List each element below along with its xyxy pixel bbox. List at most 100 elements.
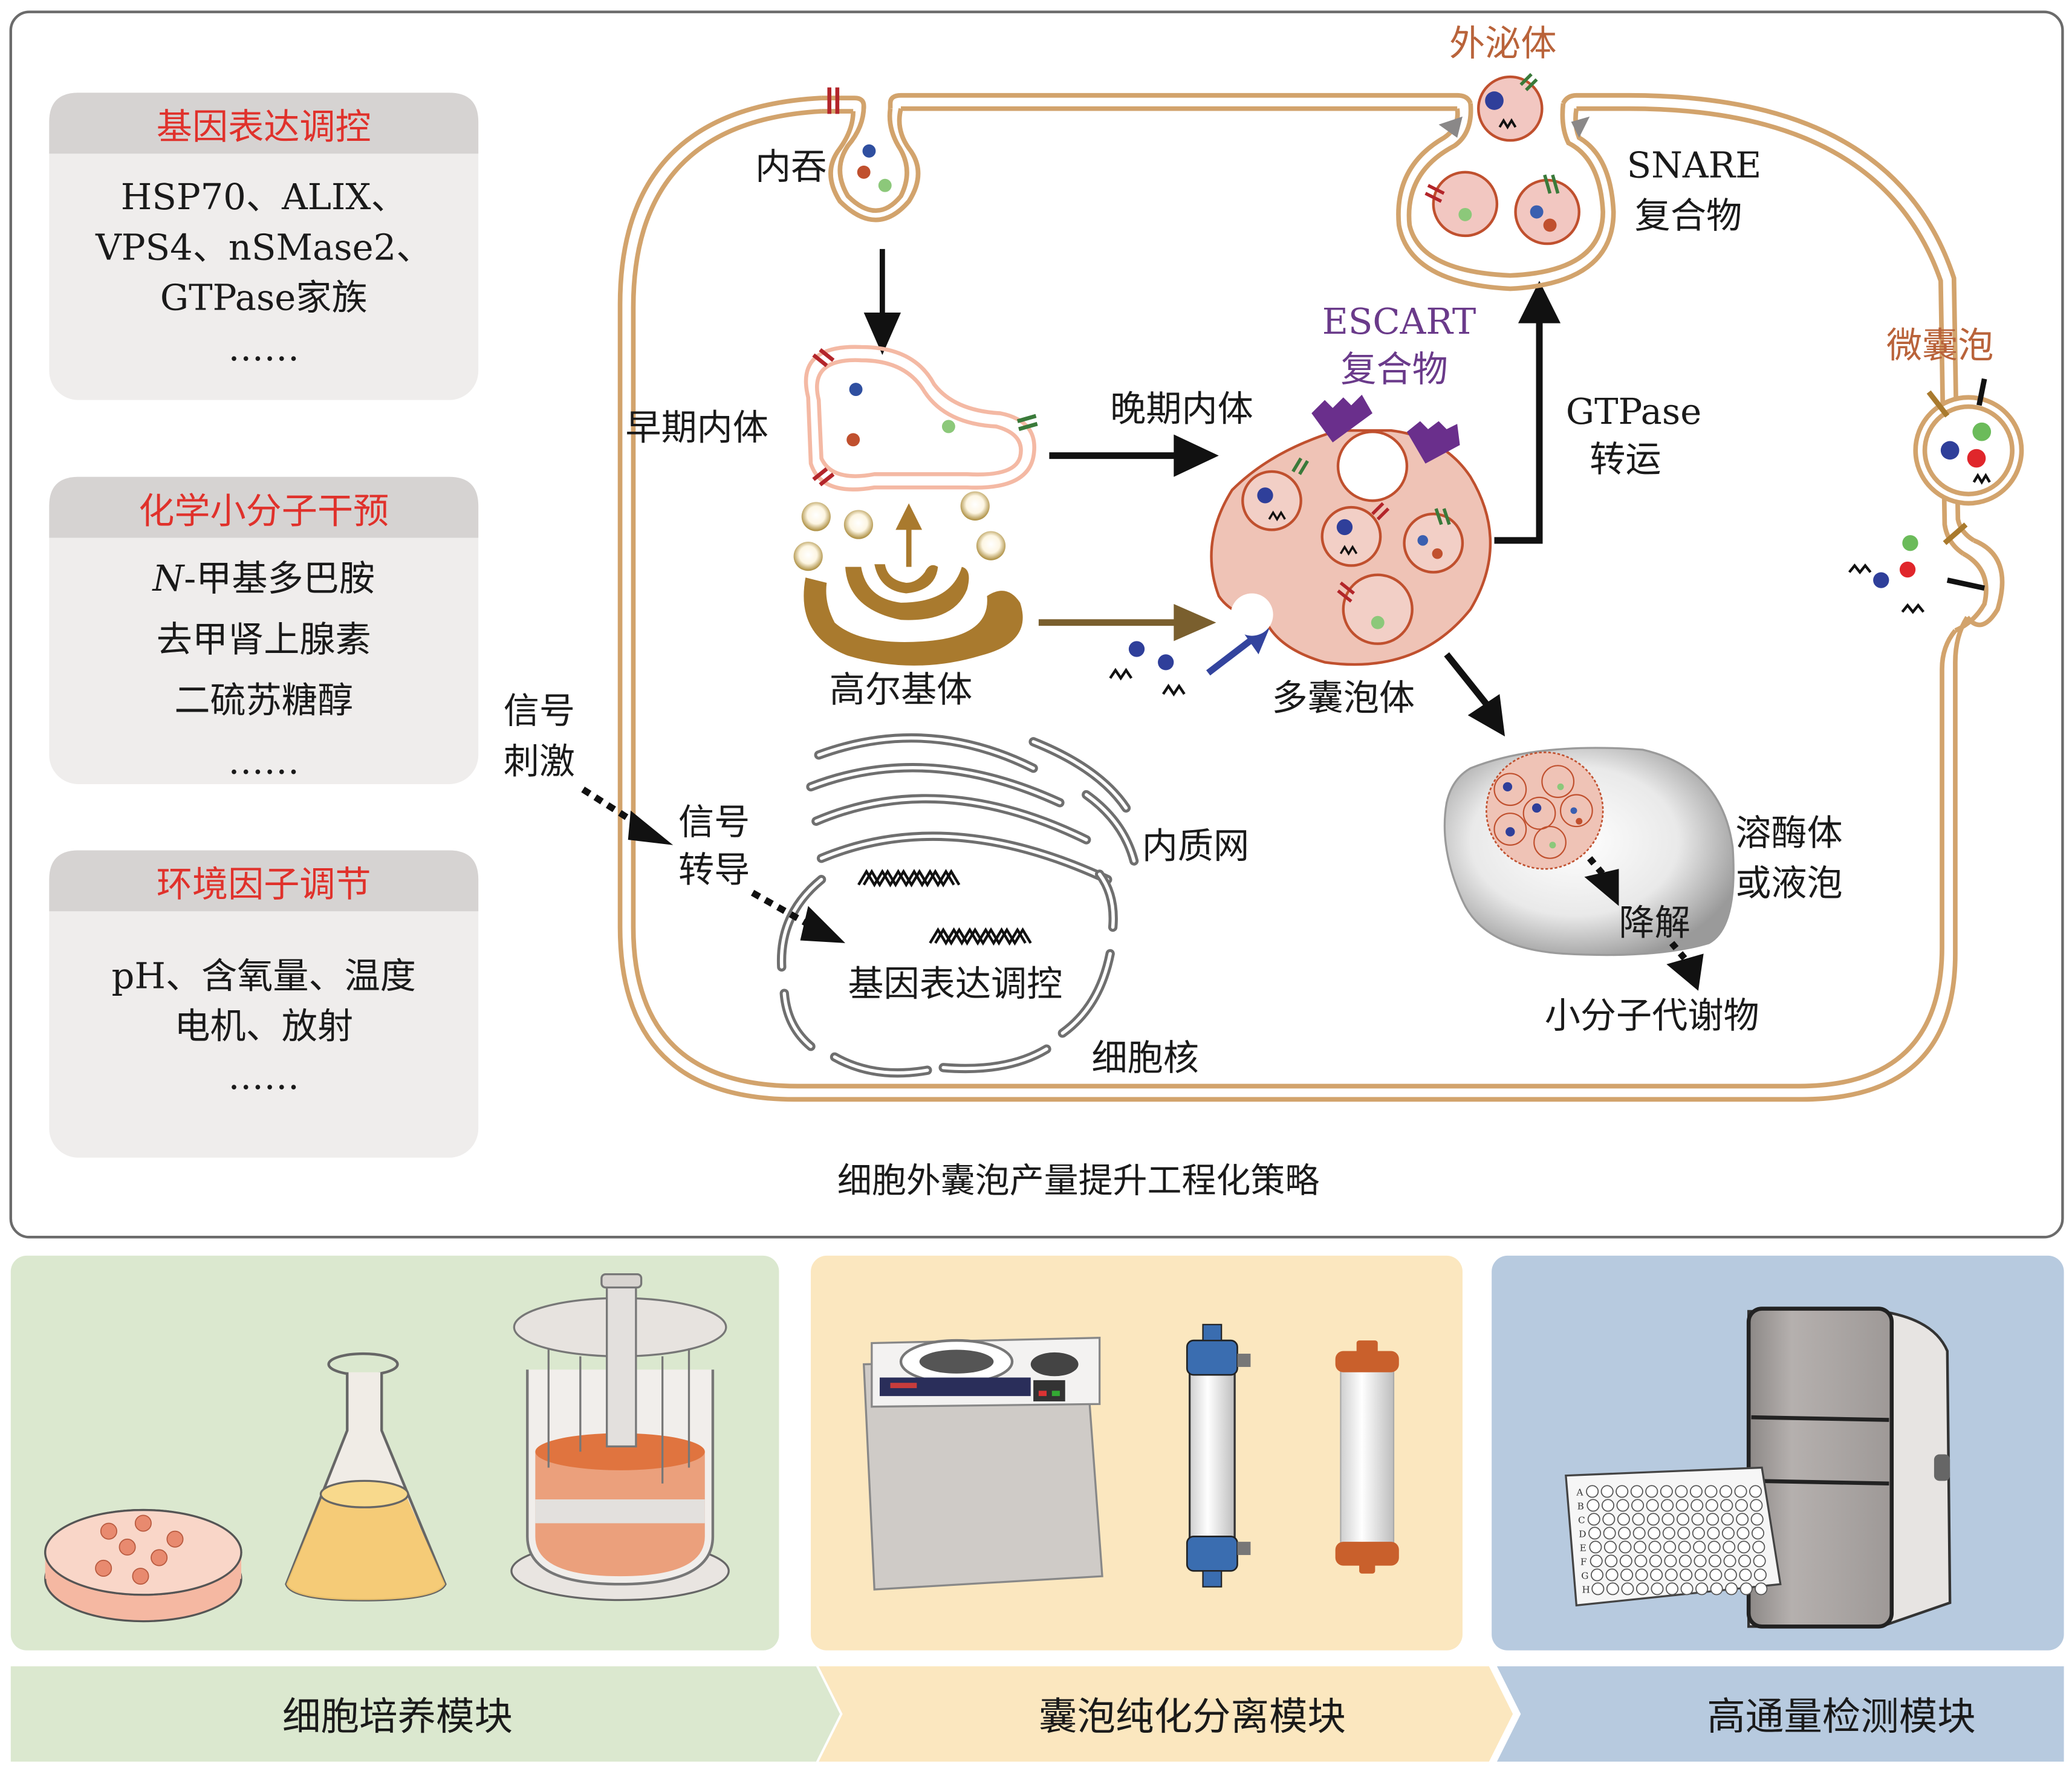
strategy-panel: 环境因子调节pH、含氧量、温度电机、放射…… <box>49 850 479 1158</box>
plate-well <box>1751 1527 1765 1540</box>
plate-row-label: B <box>1577 1501 1584 1511</box>
plate-well <box>1705 1499 1718 1512</box>
plate-well <box>1649 1554 1662 1568</box>
panel-line: …… <box>228 327 299 369</box>
plate-well <box>1632 1527 1646 1540</box>
arrow-to-metabolites <box>1669 941 1688 961</box>
label-signal-trans-line1: 信号 <box>678 801 750 843</box>
cargo-molecules <box>1109 641 1186 696</box>
plate-well <box>1735 1499 1748 1512</box>
plate-well <box>1621 1582 1634 1596</box>
arrowhead <box>895 503 923 530</box>
chromatography-column-icon <box>1335 1340 1399 1574</box>
plate-well <box>1635 1568 1648 1582</box>
plate-well <box>1648 1527 1661 1540</box>
plate-well <box>1586 1499 1600 1512</box>
plate-well <box>1749 1485 1762 1498</box>
plate-well <box>1616 1499 1629 1512</box>
label-escrt-line1: ESCART <box>1322 300 1476 342</box>
plate-well <box>1690 1499 1704 1512</box>
plate-well <box>1616 1485 1629 1498</box>
plate-well <box>1753 1568 1767 1582</box>
label-degradation: 降解 <box>1619 902 1690 944</box>
plate-well <box>1736 1527 1750 1540</box>
panel-body <box>49 850 479 1158</box>
plate-well <box>1661 1513 1675 1526</box>
plate-well <box>1586 1485 1599 1498</box>
label-microvesicle: 微囊泡 <box>1886 325 1993 366</box>
module-label: 囊泡纯化分离模块 <box>1039 1694 1346 1739</box>
panel-header <box>49 850 479 912</box>
microvesicle-budding <box>1848 522 2005 633</box>
arrow-gtpase-transport <box>1494 317 1543 544</box>
arrowhead <box>863 313 901 355</box>
panel-title: 基因表达调控 <box>157 106 371 148</box>
plate-well <box>1721 1513 1734 1526</box>
label-mvb: 多囊泡体 <box>1271 677 1415 718</box>
label-snare-line2: 复合物 <box>1635 195 1742 236</box>
panel-header <box>49 93 479 154</box>
panel-line: …… <box>228 1056 299 1097</box>
plate-well <box>1603 1527 1616 1540</box>
endocytosis-vesicle <box>827 87 921 222</box>
arrow-mvb-to-lysosome <box>1444 652 1492 710</box>
panel-title: 环境因子调节 <box>157 863 371 905</box>
figure-caption: 细胞外囊泡产量提升工程化策略 <box>837 1161 1319 1201</box>
plate-well <box>1606 1582 1619 1596</box>
erlenmeyer-flask-icon <box>285 1352 447 1602</box>
panel-line: 二硫苏糖醇 <box>174 680 353 721</box>
plate-well <box>1738 1554 1752 1568</box>
label-er: 内质网 <box>1142 825 1249 867</box>
plate-well <box>1601 1499 1615 1512</box>
label-nucleus: 细胞核 <box>1092 1037 1199 1079</box>
plate-well <box>1603 1540 1617 1554</box>
arrowhead <box>628 810 674 845</box>
arrowhead <box>800 906 846 943</box>
plate-well <box>1617 1513 1630 1526</box>
plate-well <box>1692 1527 1705 1540</box>
plate-well <box>1618 1527 1631 1540</box>
plate-well <box>1750 1499 1763 1512</box>
plate-row-label: F <box>1580 1556 1587 1567</box>
label-snare-line1: SNARE <box>1627 144 1762 186</box>
plate-well <box>1675 1485 1688 1498</box>
escrt-complex <box>1311 394 1460 464</box>
plate-well <box>1602 1513 1616 1526</box>
panel-line: HSP70、ALIX、 <box>121 176 407 218</box>
plate-well <box>1661 1499 1674 1512</box>
plate-well <box>1678 1540 1691 1554</box>
plate-well <box>1691 1513 1704 1526</box>
plate-row-label: H <box>1582 1584 1590 1595</box>
plate-well <box>1707 1540 1721 1554</box>
plate-well <box>1589 1540 1602 1554</box>
dna-strand <box>857 869 1032 946</box>
label-gene-regulation: 基因表达调控 <box>848 963 1062 1005</box>
label-signal-stim-line2: 刺激 <box>504 740 575 782</box>
panel-line: 电机、放射 <box>174 1005 353 1047</box>
plate-well <box>1646 1513 1660 1526</box>
plate-well <box>1723 1554 1736 1568</box>
plate-well <box>1707 1527 1720 1540</box>
plate-well <box>1619 1540 1632 1554</box>
plate-well <box>1694 1568 1707 1582</box>
label-escrt-line2: 复合物 <box>1340 348 1447 390</box>
label-metabolites: 小分子代谢物 <box>1545 995 1759 1036</box>
plate-well <box>1680 1582 1694 1596</box>
strategy-panel: 化学小分子干预N-甲基多巴胺去甲肾上腺素二硫苏糖醇…… <box>49 476 479 784</box>
plate-well <box>1680 1568 1693 1582</box>
panel-line: VPS4、nSMase2、 <box>95 226 432 268</box>
plate-well <box>1605 1554 1618 1568</box>
plate-well <box>1664 1554 1677 1568</box>
plate-well <box>1648 1540 1661 1554</box>
plate-well <box>1694 1554 1707 1568</box>
strategy-panel: 基因表达调控HSP70、ALIX、VPS4、nSMase2、GTPase家族…… <box>49 93 479 400</box>
lysosome <box>1443 747 1735 956</box>
module-banner <box>1496 1666 2064 1762</box>
plate-well <box>1704 1485 1718 1498</box>
label-golgi: 高尔基体 <box>830 669 973 710</box>
plate-well <box>1645 1485 1658 1498</box>
plate-well <box>1663 1540 1677 1554</box>
plate-well <box>1664 1568 1678 1582</box>
